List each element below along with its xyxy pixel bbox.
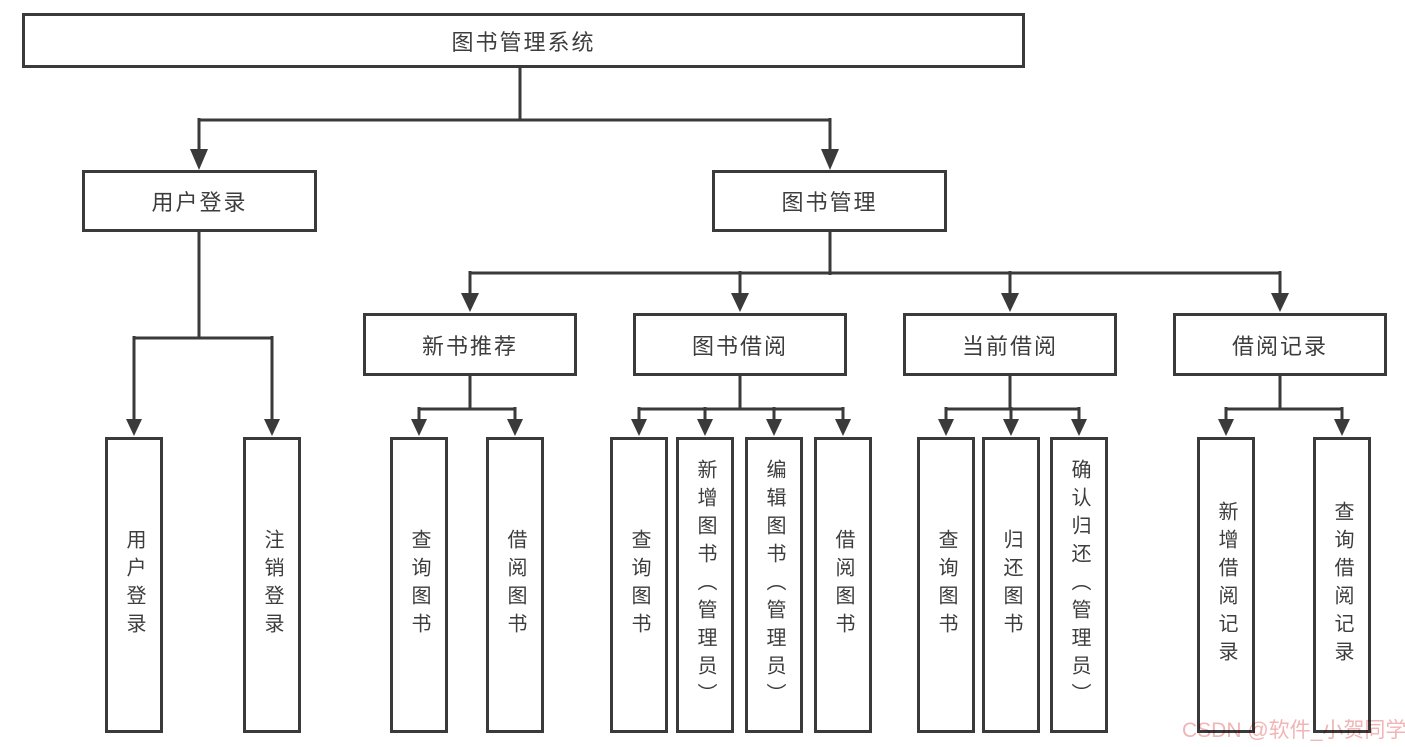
node-book-borrow: 图书借阅 — [633, 313, 847, 376]
arrowhead-down-icon — [1001, 293, 1019, 312]
arrowhead-down-icon — [507, 419, 523, 436]
node-user-login: 用户登录 — [82, 170, 317, 232]
node-user-login-action: 用户登录 — [105, 437, 163, 733]
arrowhead-down-icon — [631, 419, 647, 436]
node-query-books-borrow-label: 查询图书 — [628, 529, 650, 641]
arrowhead-down-icon — [1334, 419, 1350, 436]
node-logout-action: 注销登录 — [243, 437, 301, 733]
node-borrow-records: 借阅记录 — [1173, 313, 1387, 376]
node-logout-action-label: 注销登录 — [261, 529, 283, 641]
node-return-books-label: 归还图书 — [1000, 529, 1022, 641]
node-book-management: 图书管理 — [712, 170, 947, 232]
arrowhead-down-icon — [697, 419, 713, 436]
node-query-books-current-label: 查询图书 — [935, 529, 957, 641]
node-query-books-current: 查询图书 — [917, 437, 975, 733]
node-borrow-books-recommend: 借阅图书 — [486, 437, 544, 733]
node-query-borrow-record-label: 查询借阅记录 — [1331, 501, 1353, 669]
arrowhead-down-icon — [731, 293, 749, 312]
arrowhead-down-icon — [835, 419, 851, 436]
node-add-borrow-record-label: 新增借阅记录 — [1215, 501, 1237, 669]
csdn-watermark: CSDN @软件_小贺同学 — [1182, 719, 1405, 742]
arrowhead-down-icon — [1071, 419, 1087, 436]
node-query-books-borrow: 查询图书 — [610, 437, 668, 733]
node-new-book-recommend-label: 新书推荐 — [421, 333, 518, 359]
arrowhead-down-icon — [766, 419, 782, 436]
node-current-borrow: 当前借阅 — [903, 313, 1117, 376]
arrowhead-down-icon — [264, 419, 280, 436]
node-query-books-recommend-label: 查询图书 — [408, 529, 430, 641]
node-confirm-return-admin-label: 确认归还（管理员） — [1068, 459, 1090, 711]
node-user-login-label: 用户登录 — [151, 190, 248, 215]
node-root: 图书管理系统 — [22, 13, 1025, 68]
node-query-borrow-record: 查询借阅记录 — [1313, 437, 1371, 733]
arrowhead-down-icon — [461, 293, 479, 312]
node-book-borrow-label: 图书借阅 — [691, 333, 788, 359]
node-add-book-admin-label: 新增图书（管理员） — [694, 459, 716, 711]
node-borrow-books-action-label: 借阅图书 — [832, 529, 854, 641]
node-borrow-records-label: 借阅记录 — [1231, 333, 1328, 359]
node-query-books-recommend: 查询图书 — [390, 437, 448, 733]
node-current-borrow-label: 当前借阅 — [961, 333, 1058, 359]
arrowhead-down-icon — [1003, 419, 1019, 436]
arrowhead-down-icon — [1218, 419, 1234, 436]
node-add-borrow-record: 新增借阅记录 — [1197, 437, 1255, 733]
node-book-management-label: 图书管理 — [781, 190, 878, 215]
arrowhead-down-icon — [938, 419, 954, 436]
arrowhead-down-icon — [1271, 293, 1289, 312]
node-user-login-action-label: 用户登录 — [123, 529, 145, 641]
node-return-books: 归还图书 — [982, 437, 1040, 733]
node-borrow-books-action: 借阅图书 — [814, 437, 872, 733]
node-root-label: 图书管理系统 — [451, 29, 596, 55]
arrowhead-down-icon — [126, 419, 142, 436]
node-confirm-return-admin: 确认归还（管理员） — [1050, 437, 1108, 733]
node-new-book-recommend: 新书推荐 — [363, 313, 577, 376]
node-borrow-books-recommend-label: 借阅图书 — [504, 529, 526, 641]
node-edit-book-admin: 编辑图书（管理员） — [745, 437, 803, 733]
arrowhead-down-icon — [821, 149, 839, 170]
node-edit-book-admin-label: 编辑图书（管理员） — [763, 459, 785, 711]
arrowhead-down-icon — [411, 419, 427, 436]
arrowhead-down-icon — [190, 149, 208, 170]
node-add-book-admin: 新增图书（管理员） — [676, 437, 734, 733]
